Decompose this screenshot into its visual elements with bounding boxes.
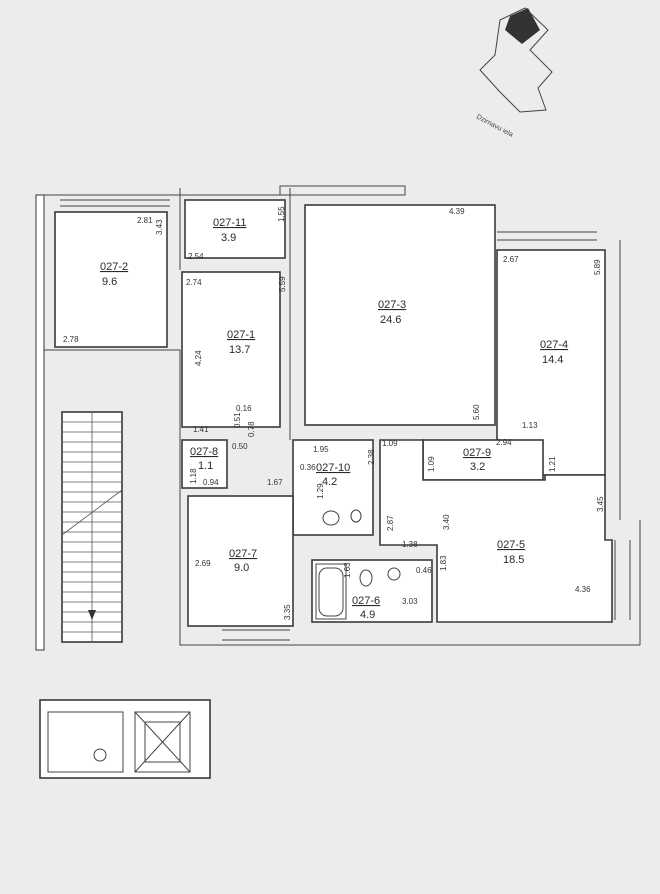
room-027-3 [304,204,496,426]
dimension-label: 1.63 [343,562,352,578]
dimension-label: 0.78 [247,421,256,437]
dimension-label: 2.69 [195,559,211,568]
room-label: 027-9 [463,447,491,459]
toilet-icon-2 [350,509,362,523]
dimension-label: 1.95 [313,445,329,454]
dimension-label: 5.59 [278,276,287,292]
dimension-label: 3.03 [402,597,418,606]
dimension-label: 0.16 [236,404,252,413]
dimension-label: 5.89 [593,259,602,275]
dimension-label: 4.24 [194,350,203,366]
room-027-4 [496,249,606,476]
room-027-9 [422,439,544,481]
room-label: 027-6 [352,595,380,607]
dimension-label: 3.40 [442,514,451,530]
sink-icon-2 [322,510,340,526]
room-area: 18.5 [503,554,524,566]
dimension-label: 0.94 [203,478,219,487]
room-area: 1.1 [198,460,213,472]
building-marker-icon [505,8,540,44]
room-label: 027-2 [100,261,128,273]
room-area: 4.9 [360,609,375,621]
room-027-7 [187,495,294,627]
room-label: 027-5 [497,539,525,551]
room-area: 3.9 [221,232,236,244]
fixture-circle-icon [93,748,107,762]
dimension-label: 1.09 [427,456,436,472]
stair-arrow-icon [88,610,96,620]
dimension-label: 2.81 [137,216,153,225]
dimension-label: 1.29 [316,483,325,499]
room-area: 13.7 [229,344,250,356]
room-area: 3.2 [470,461,485,473]
dimension-label: 0.51 [233,412,242,428]
dimension-label: 2.78 [63,335,79,344]
room-area: 4.2 [322,476,337,488]
dimension-label: 0.36 [300,463,316,472]
dimension-label: 1.38 [402,540,418,549]
dimension-label: 1.18 [189,468,198,484]
dimension-label: 3.43 [155,219,164,235]
room-area: 9.0 [234,562,249,574]
fixtures [315,509,401,620]
room-label: 027-3 [378,299,406,311]
dimension-label: 3.45 [596,496,605,512]
room-label: 027-10 [316,462,350,474]
room-027-8 [181,439,228,489]
dimension-label: 3.35 [283,604,292,620]
room-area: 24.6 [380,314,401,326]
dimension-label: 2.87 [386,515,395,531]
lift-shaft-icon [134,711,191,773]
room-027-5 [379,439,613,623]
room-027-6 [311,559,433,623]
dimension-label: 0.50 [232,442,248,451]
room-label: 027-11 [213,217,246,229]
dimension-label: 2.94 [496,438,512,447]
dimension-label: 1.55 [277,206,286,222]
dimension-label: 2.38 [367,449,376,465]
walls [35,185,641,651]
dimension-label: 2.67 [503,255,519,264]
dimension-label: 1.83 [439,555,448,571]
sink-icon [387,567,401,581]
room-labels: 027-2 9.6 027-11 3.9 027-3 24.6 027-4 14… [100,217,568,621]
dimension-label: 1.13 [522,421,538,430]
dimension-label: 4.39 [449,207,465,216]
room-027-2 [54,211,168,348]
dimension-label: 5.60 [472,404,481,420]
room-area: 14.4 [542,354,563,366]
dimension-label: 1.41 [193,425,209,434]
room-area: 9.6 [102,276,117,288]
room-label: 027-1 [227,329,255,341]
room-027-11 [184,199,286,259]
dimension-label: 1.67 [267,478,283,487]
dimension-label: 4.36 [575,585,591,594]
bathtub-icon [315,563,347,620]
room-027-10 [292,439,374,536]
room-027-1 [181,271,281,428]
lift-block [39,699,211,779]
dimension-label: 1.21 [548,456,557,472]
staircase [61,411,123,643]
room-label: 027-7 [229,548,257,560]
room-label: 027-4 [540,339,568,351]
room-label: 027-8 [190,446,218,458]
dimension-labels: 2.81 3.43 2.78 1.55 2.54 4.39 2.67 5.89 … [63,206,605,620]
dimension-label: 1.09 [382,439,398,448]
dimension-label: 0.46 [416,566,432,575]
toilet-icon [359,569,373,587]
dimension-label: 2.74 [186,278,202,287]
dimension-label: 2.54 [188,252,204,261]
